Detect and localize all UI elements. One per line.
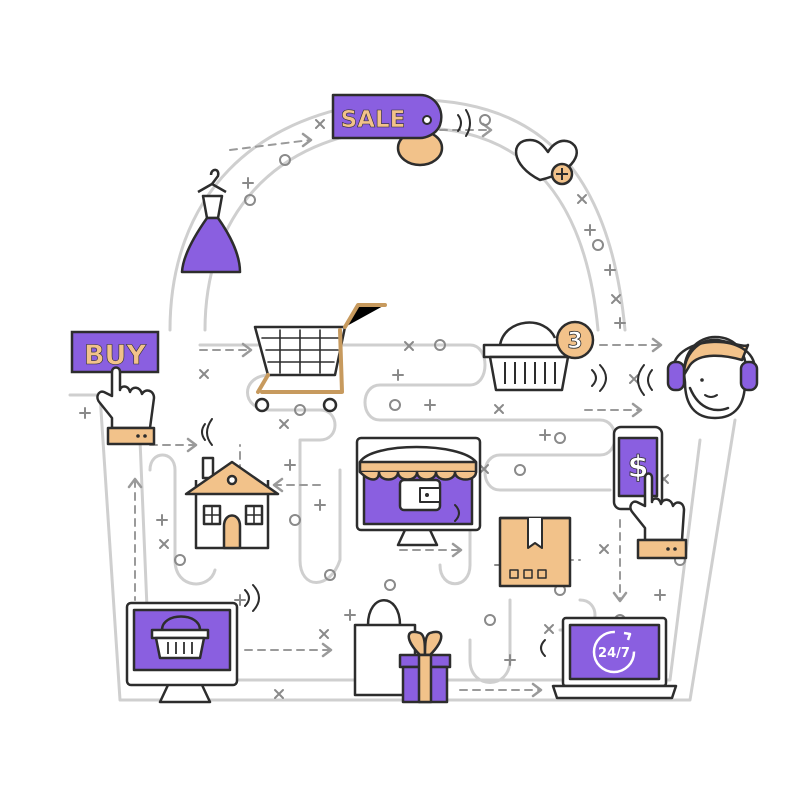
online-store-monitor-icon [355, 436, 482, 547]
buy-sign-icon[interactable]: BUY [70, 330, 160, 374]
arrow-heads [127, 122, 663, 698]
currency-symbol: $ [628, 450, 649, 485]
hours-label: 24/7 [598, 646, 630, 661]
support-headset-icon [666, 335, 759, 420]
pointing-hand-icon [96, 366, 156, 446]
decor-circles [174, 114, 686, 626]
decor-marks [79, 119, 669, 699]
laptop-24-7-icon: 24/7 [551, 616, 678, 700]
smartphone-payment-icon: $ [612, 425, 688, 560]
signal-arcs [201, 109, 653, 657]
basket-badge-count: 3 [567, 329, 582, 354]
sale-label: SALE [341, 107, 406, 133]
cardboard-box-icon [498, 516, 572, 588]
basket-badge-icon: 3 [482, 320, 595, 392]
sale-tag-icon: SALE [331, 93, 444, 167]
dress-icon [180, 168, 242, 274]
heart-plus-icon [514, 138, 578, 186]
buy-label: BUY [84, 340, 147, 371]
gift-box-icon [398, 630, 452, 704]
monitor-basket-icon [125, 601, 239, 704]
house-icon [184, 456, 280, 550]
shopping-cart-icon [253, 303, 387, 413]
